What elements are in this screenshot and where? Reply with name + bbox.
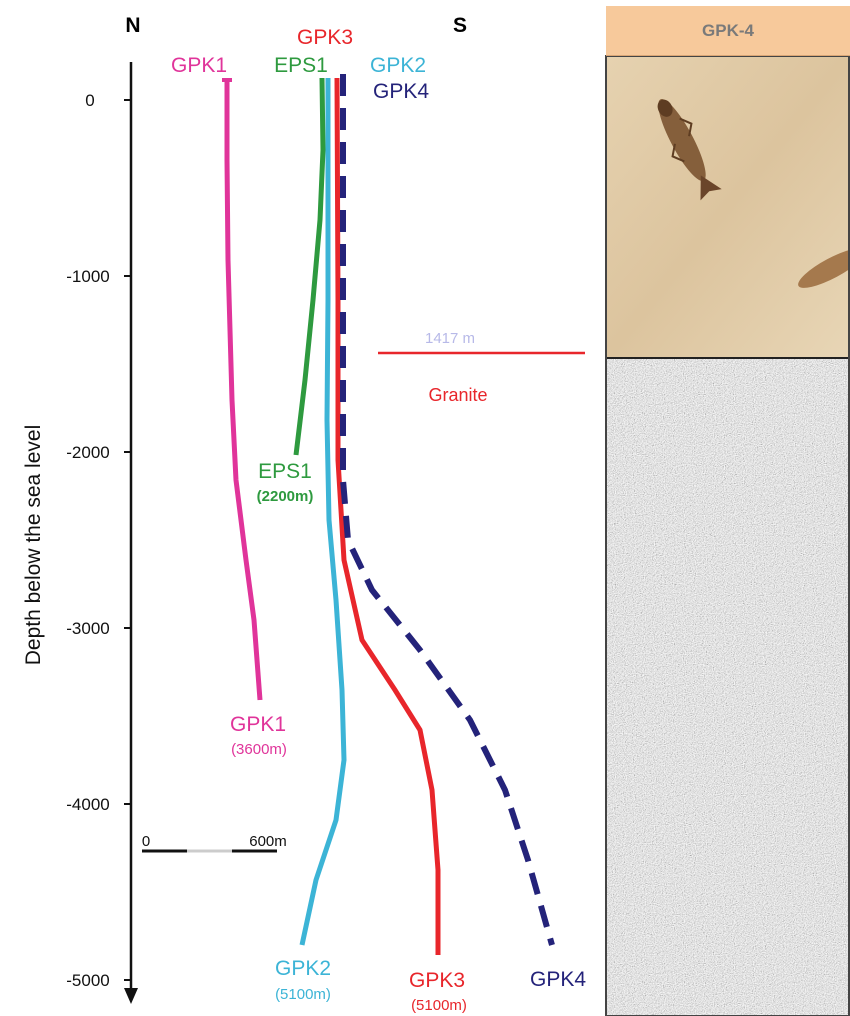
gpk3-depth-label: (5100m) <box>411 997 467 1014</box>
gpk1-bottom-label: GPK1 <box>230 713 286 736</box>
gpk3-top-label: GPK3 <box>297 26 353 49</box>
gpk4-top-label: GPK4 <box>373 80 429 103</box>
axis-tick-label: -4000 <box>66 795 109 814</box>
sediment-photo <box>606 56 850 358</box>
axis-tick-label: -3000 <box>66 619 109 638</box>
eps1-depth-label: (2200m) <box>257 488 314 505</box>
granite-photo <box>606 358 850 1016</box>
scale-start-label: 0 <box>142 833 150 850</box>
axis-tick-label: -2000 <box>66 443 109 462</box>
gpk1-depth-label: (3600m) <box>231 741 287 758</box>
granite-label: Granite <box>428 385 487 405</box>
axis-tick-label: -1000 <box>66 267 109 286</box>
gpk2-bottom-label: GPK2 <box>275 957 331 980</box>
eps1-trajectory <box>296 78 323 455</box>
gpk1-top-label: GPK1 <box>171 54 227 77</box>
eps1-bottom-label: EPS1 <box>258 460 312 483</box>
panel-title: GPK-4 <box>606 6 850 56</box>
gpk3-bottom-label: GPK3 <box>409 969 465 992</box>
core-photo-panel <box>606 56 850 1016</box>
axis-label: Depth below the sea level <box>22 425 45 666</box>
gpk4-trajectory <box>343 74 552 945</box>
gpk3-trajectory <box>337 78 438 955</box>
depth-axis: 0 -1000 -2000 -3000 -4000 -5000 Depth below t… <box>22 62 138 1004</box>
south-label: S <box>453 14 467 37</box>
scale-bar: 0 600m <box>142 833 287 851</box>
gpk2-depth-label: (5100m) <box>275 986 331 1003</box>
scale-end-label: 600m <box>249 833 287 850</box>
axis-tick-label: 0 <box>85 91 94 110</box>
eps1-top-label: EPS1 <box>274 54 328 77</box>
well-trajectories <box>222 74 552 955</box>
north-label: N <box>125 14 140 37</box>
granite-depth-label: 1417 m <box>425 330 475 347</box>
axis-tick-label: -5000 <box>66 971 109 990</box>
gpk2-top-label: GPK2 <box>370 54 426 77</box>
axis-arrow-icon <box>124 988 138 1004</box>
gpk4-bottom-label: GPK4 <box>530 968 586 991</box>
gpk1-trajectory <box>227 78 260 700</box>
